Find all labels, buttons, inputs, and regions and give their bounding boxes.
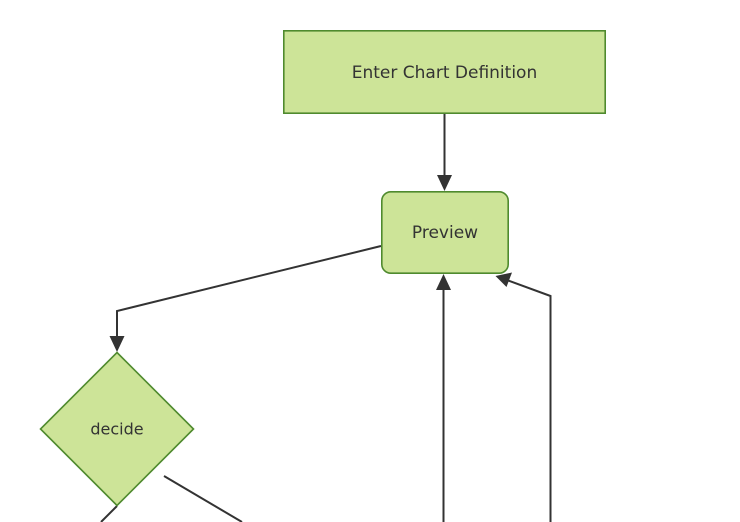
edge-decide-bottom-out bbox=[100, 505, 118, 522]
edge-preview-to-decide bbox=[109, 245, 382, 352]
arrowhead-up-into-preview-right bbox=[495, 272, 512, 287]
node-decide[interactable]: decide bbox=[39, 351, 195, 507]
node-enter-chart-definition[interactable]: Enter Chart Definition bbox=[282, 29, 606, 115]
edge-bottom-center-to-preview bbox=[436, 274, 451, 522]
arrowhead-down-into-decide bbox=[109, 336, 125, 352]
edge-decide-bottom-out-line bbox=[100, 505, 118, 522]
node-layer: Enter Chart Definition Preview decide bbox=[39, 29, 606, 507]
node-preview-label: Preview bbox=[412, 223, 478, 243]
node-decide-shape[interactable] bbox=[39, 351, 195, 507]
node-preview-shape[interactable] bbox=[380, 191, 509, 275]
arrowhead-down-into-preview bbox=[437, 175, 452, 191]
edge-bottom-right-to-preview bbox=[495, 272, 552, 522]
edge-layer bbox=[100, 114, 552, 522]
node-enter-chart-definition-shape[interactable] bbox=[282, 29, 606, 115]
arrowhead-up-into-preview-center bbox=[436, 274, 451, 290]
node-decide-label: decide bbox=[90, 420, 143, 439]
edge-bottom-right-to-preview-line bbox=[503, 278, 552, 522]
edge-decide-right-out bbox=[163, 475, 243, 522]
edge-preview-to-decide-line bbox=[116, 245, 382, 343]
node-enter-chart-definition-label: Enter Chart Definition bbox=[352, 63, 537, 83]
edge-enter-to-preview bbox=[437, 114, 452, 191]
edge-decide-right-out-line bbox=[163, 475, 243, 522]
node-preview[interactable]: Preview bbox=[380, 191, 509, 275]
